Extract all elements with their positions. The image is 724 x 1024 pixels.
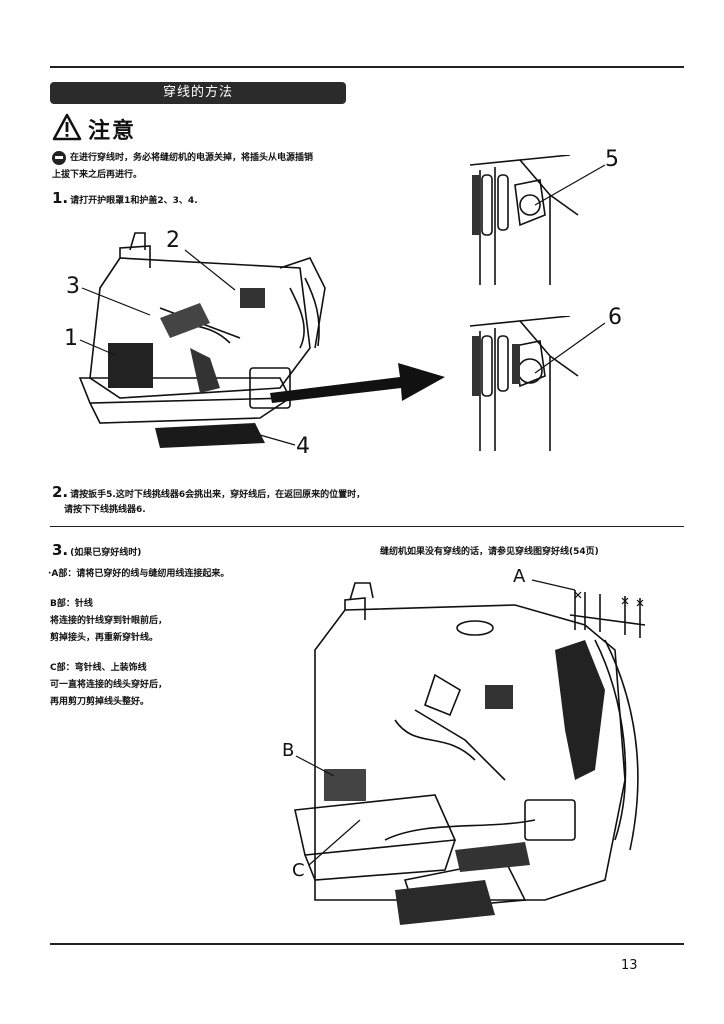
callout-1: 1 <box>64 326 78 351</box>
caution-heading: 注意 <box>52 112 136 146</box>
part-b-title: B部：针线 <box>50 599 93 609</box>
step3-title: (如果已穿好线时) <box>70 548 142 558</box>
step1: 1.请打开护眼罩1和护盖2、3、4. <box>52 190 198 210</box>
part-c-title: C部：弯针线、上装饰线 <box>50 663 147 673</box>
part-c-line-1: 可一直将连接的线头穿好后， <box>50 680 168 690</box>
callout-5: 5 <box>605 147 619 172</box>
step2-line-1: 2.请按扳手5.这时下线挑线器6会挑出来，穿好线后，在返回原来的位置时， <box>52 484 365 504</box>
callout-2: 2 <box>166 228 180 253</box>
step2-text-1: 请按扳手5.这时下线挑线器6会挑出来，穿好线后，在返回原来的位置时， <box>70 490 366 500</box>
arrow-right-icon <box>270 363 445 403</box>
lever-detail-top-illustration <box>469 155 579 285</box>
part-c-line-2: 再用剪刀剪掉线头整好。 <box>50 697 150 707</box>
middle-rule <box>50 526 684 527</box>
callout-a: A <box>513 566 526 587</box>
part-b-line-2: 剪掉接头，再重新穿针线。 <box>50 633 159 643</box>
callout-leader-lines <box>79 249 296 446</box>
machine-covers-illustration <box>78 232 326 448</box>
caution-line-2: 上拔下来之后再进行。 <box>52 170 143 180</box>
warning-triangle-icon <box>52 113 82 145</box>
callout-c: C <box>292 860 305 881</box>
callout-6-leader <box>534 322 606 374</box>
bottom-rule <box>50 943 684 945</box>
callout-b-leader <box>295 755 335 777</box>
callout-4: 4 <box>296 434 310 459</box>
part-b-line-1: 将连接的针线穿到针眼前后， <box>50 616 168 626</box>
step2-line-2: 请按下下线挑线器6. <box>64 505 146 515</box>
callout-a-leader <box>531 579 576 591</box>
caution-line-1: 在进行穿线时，务必将缝纫机的电源关掉，将插头从电源插销 <box>52 150 313 167</box>
callout-c-leader <box>308 819 361 866</box>
section-title: 穿线的方法 <box>162 85 233 100</box>
top-rule <box>50 66 684 68</box>
section-title-bar: 穿线的方法 <box>50 82 346 104</box>
step3-note: 缝纫机如果没有穿线的话，请参见穿线图穿好线(54页) <box>380 547 599 557</box>
unplug-icon <box>52 150 66 165</box>
step2-number: 2. <box>52 483 69 501</box>
lever-detail-bottom-illustration <box>469 316 579 451</box>
callout-6: 6 <box>608 305 622 330</box>
caution-title: 注意 <box>88 119 137 144</box>
page-number: 13 <box>621 958 638 973</box>
callout-b: B <box>282 740 295 761</box>
callout-5-leader <box>534 164 606 206</box>
threading-machine-illustration <box>294 582 646 925</box>
step1-text: 请打开护眼罩1和护盖2、3、4. <box>70 196 198 206</box>
step3: 3.(如果已穿好线时) <box>52 542 141 562</box>
step3-number: 3. <box>52 541 69 559</box>
step1-number: 1. <box>52 189 69 207</box>
callout-3: 3 <box>66 274 80 299</box>
part-a: ·A部：请将已穿好的线与缝纫用线连接起来。 <box>48 569 230 579</box>
